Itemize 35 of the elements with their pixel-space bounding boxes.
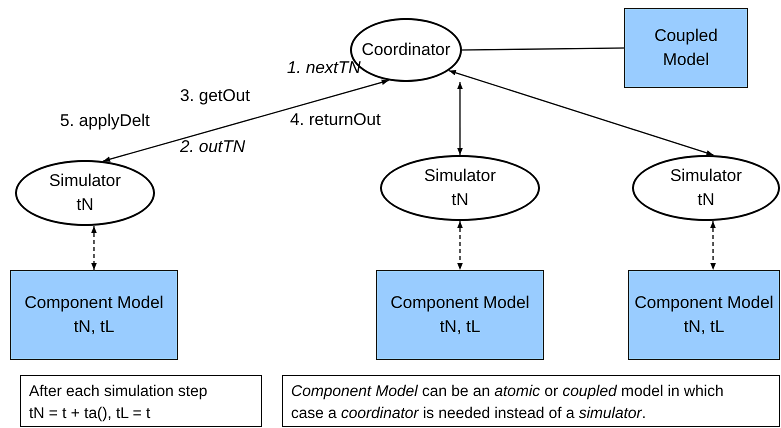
node-text: tN, tL xyxy=(684,316,724,338)
node-text: tN xyxy=(698,189,714,211)
arrow xyxy=(102,80,389,162)
model-box xyxy=(376,270,544,360)
connector-line xyxy=(462,47,624,51)
node-text: tN, tL xyxy=(440,316,480,338)
arrow xyxy=(457,221,463,270)
arrow xyxy=(448,70,714,156)
node-text: Coordinator xyxy=(362,39,450,62)
node-text: Simulator xyxy=(49,170,121,192)
node-text: Component Model xyxy=(390,292,530,314)
node-text: Component Model xyxy=(24,292,164,314)
node-text: Simulator xyxy=(670,165,742,188)
note-text: Component Model can be an atomic or coupled model in which case a coordinator is needed instead of a simulator. xyxy=(291,382,725,424)
note-box xyxy=(20,375,262,427)
model-box xyxy=(624,8,748,88)
node-text: tN xyxy=(76,194,94,216)
message-label: 2. outTN xyxy=(180,137,246,157)
arrow xyxy=(710,221,716,270)
node-text: Coupled Model xyxy=(653,25,719,71)
node-text: Component Model xyxy=(634,292,774,314)
node-text: Simulator xyxy=(424,165,496,188)
arrow xyxy=(91,226,97,270)
message-label: 1. nextTN xyxy=(287,58,361,78)
note-text: tN = t + ta(), tL = t xyxy=(29,404,150,424)
node-text: tN xyxy=(452,189,468,211)
model-box xyxy=(628,270,780,360)
note-box xyxy=(282,375,780,427)
message-label: 3. getOut xyxy=(180,86,250,106)
message-label: 4. returnOut xyxy=(290,110,381,130)
message-label: 5. applyDelt xyxy=(60,111,150,131)
model-box xyxy=(10,270,178,360)
arrow xyxy=(457,82,463,155)
note-text: After each simulation step xyxy=(29,382,208,402)
node-text: tN, tL xyxy=(74,316,114,338)
